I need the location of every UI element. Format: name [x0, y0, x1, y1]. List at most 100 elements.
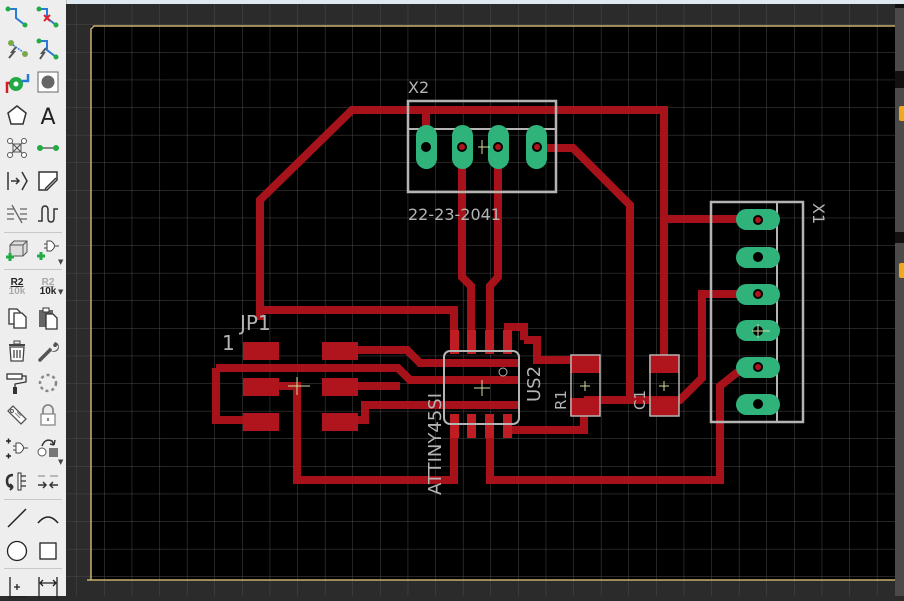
paste-icon	[39, 307, 58, 330]
ripup-airwire-button[interactable]	[2, 199, 32, 229]
pad[interactable]	[467, 414, 476, 438]
pad[interactable]	[243, 378, 279, 396]
paint-roller-icon	[6, 373, 27, 394]
add-gate-plus-icon	[6, 438, 28, 459]
jp1-name-label: JP1	[238, 311, 271, 335]
panel-handle-icon[interactable]	[899, 263, 904, 278]
wire-button[interactable]	[33, 133, 63, 163]
value-button[interactable]: R2 10k	[33, 272, 63, 302]
text-button[interactable]: A	[33, 100, 63, 130]
arc-button[interactable]	[33, 503, 63, 533]
pad[interactable]	[485, 330, 494, 354]
attribute-button[interactable]	[2, 400, 32, 430]
svg-text:A: A	[40, 105, 55, 128]
c1-pad-2[interactable]	[649, 398, 679, 416]
jp1-pin1-label: 1	[222, 331, 235, 355]
dropdown-arrow-icon[interactable]: ▼	[58, 458, 64, 466]
us2-value-label: ATTINY45SI	[425, 393, 446, 495]
panel-tab[interactable]	[895, 88, 904, 232]
circle-button[interactable]	[2, 536, 32, 566]
board-canvas[interactable]: X2 22-23-2041 X1 JP1 1 ATTINY45SI US2 R1…	[66, 4, 901, 596]
hole-icon	[37, 71, 59, 93]
via-icon	[5, 74, 30, 93]
trace[interactable]	[340, 346, 520, 367]
lock-button[interactable]	[33, 400, 63, 430]
wire-icon	[37, 145, 59, 151]
ripup-button[interactable]	[33, 2, 63, 32]
slash-lines-icon	[7, 204, 27, 224]
trace[interactable]	[256, 106, 668, 356]
wrench-icon	[38, 342, 59, 362]
optimize-button[interactable]	[2, 466, 32, 496]
trace[interactable]	[486, 148, 502, 352]
dimension-button[interactable]	[33, 571, 63, 601]
delete-button[interactable]	[2, 336, 32, 366]
panel-tab[interactable]	[895, 243, 904, 596]
route-trace-button[interactable]	[2, 2, 32, 32]
r1-pad-1[interactable]	[570, 355, 600, 373]
add-gate-button[interactable]	[33, 235, 63, 265]
pad[interactable]	[450, 414, 459, 438]
add-part-button[interactable]	[2, 235, 32, 265]
passive-pads	[570, 355, 679, 416]
right-panel-strip	[895, 4, 904, 596]
trace[interactable]	[458, 148, 475, 352]
us2-pin1-marker	[498, 367, 508, 377]
length-meander-button[interactable]	[33, 199, 63, 229]
c1-pad-1[interactable]	[649, 355, 679, 373]
miter-button[interactable]	[33, 166, 63, 196]
command-toolbar: A ▼ R2 10k R2 10k ▼	[0, 0, 67, 599]
add-part-icon	[6, 240, 28, 261]
pad[interactable]	[322, 342, 358, 360]
add-gate-icon	[37, 240, 59, 260]
trace[interactable]	[262, 382, 458, 484]
panel-tab[interactable]	[895, 8, 904, 71]
copy-button[interactable]	[2, 303, 32, 333]
trace-end	[459, 144, 465, 150]
mark-icon	[9, 577, 26, 599]
jp1-origin	[288, 377, 310, 395]
x1-name-label: X1	[809, 203, 828, 224]
x2-pads	[416, 125, 547, 169]
add-signal-button[interactable]	[2, 433, 32, 463]
panel-handle-icon[interactable]	[899, 106, 904, 121]
pad[interactable]	[243, 413, 279, 431]
dropdown-arrow-icon[interactable]: ▼	[58, 288, 64, 296]
mark-button[interactable]	[2, 571, 32, 601]
dropdown-arrow-icon[interactable]: ▼	[58, 258, 64, 266]
hole-button[interactable]	[33, 67, 63, 97]
arrow-bracket-icon	[7, 171, 28, 191]
pad[interactable]	[485, 414, 494, 438]
replace-button[interactable]	[33, 433, 63, 463]
paste-button[interactable]	[33, 303, 63, 333]
line-button[interactable]	[2, 503, 32, 533]
polygon-button[interactable]	[2, 100, 32, 130]
group-button[interactable]	[33, 368, 63, 398]
pad[interactable]	[467, 330, 476, 354]
pad[interactable]	[503, 330, 512, 354]
meander-button[interactable]	[2, 166, 32, 196]
pad[interactable]	[243, 342, 279, 360]
pad[interactable]	[503, 414, 512, 438]
trace[interactable]	[216, 364, 520, 384]
x1-origin	[752, 324, 770, 338]
pad[interactable]	[322, 413, 358, 431]
autoroute-ratsnest-button[interactable]	[2, 34, 32, 64]
split-button[interactable]	[33, 466, 63, 496]
part-labels: X2 22-23-2041 X1 JP1 1 ATTINY45SI US2 R1…	[222, 78, 828, 495]
autorouter-button[interactable]	[33, 34, 63, 64]
ratsnest-icon	[7, 138, 27, 158]
ratsnest-button[interactable]	[2, 133, 32, 163]
trash-icon	[9, 340, 25, 362]
pad[interactable]	[450, 330, 459, 354]
r1-pad-2[interactable]	[570, 398, 600, 416]
paint-roller-button[interactable]	[2, 368, 32, 398]
toolbar-separator	[4, 269, 62, 270]
rectangle-button[interactable]	[33, 536, 63, 566]
trace[interactable]	[524, 336, 584, 364]
via-button[interactable]	[2, 67, 32, 97]
converge-arrows-icon	[38, 475, 58, 489]
pad[interactable]	[322, 378, 358, 396]
name-button[interactable]: R2 10k	[2, 272, 32, 302]
change-button[interactable]	[33, 336, 63, 366]
